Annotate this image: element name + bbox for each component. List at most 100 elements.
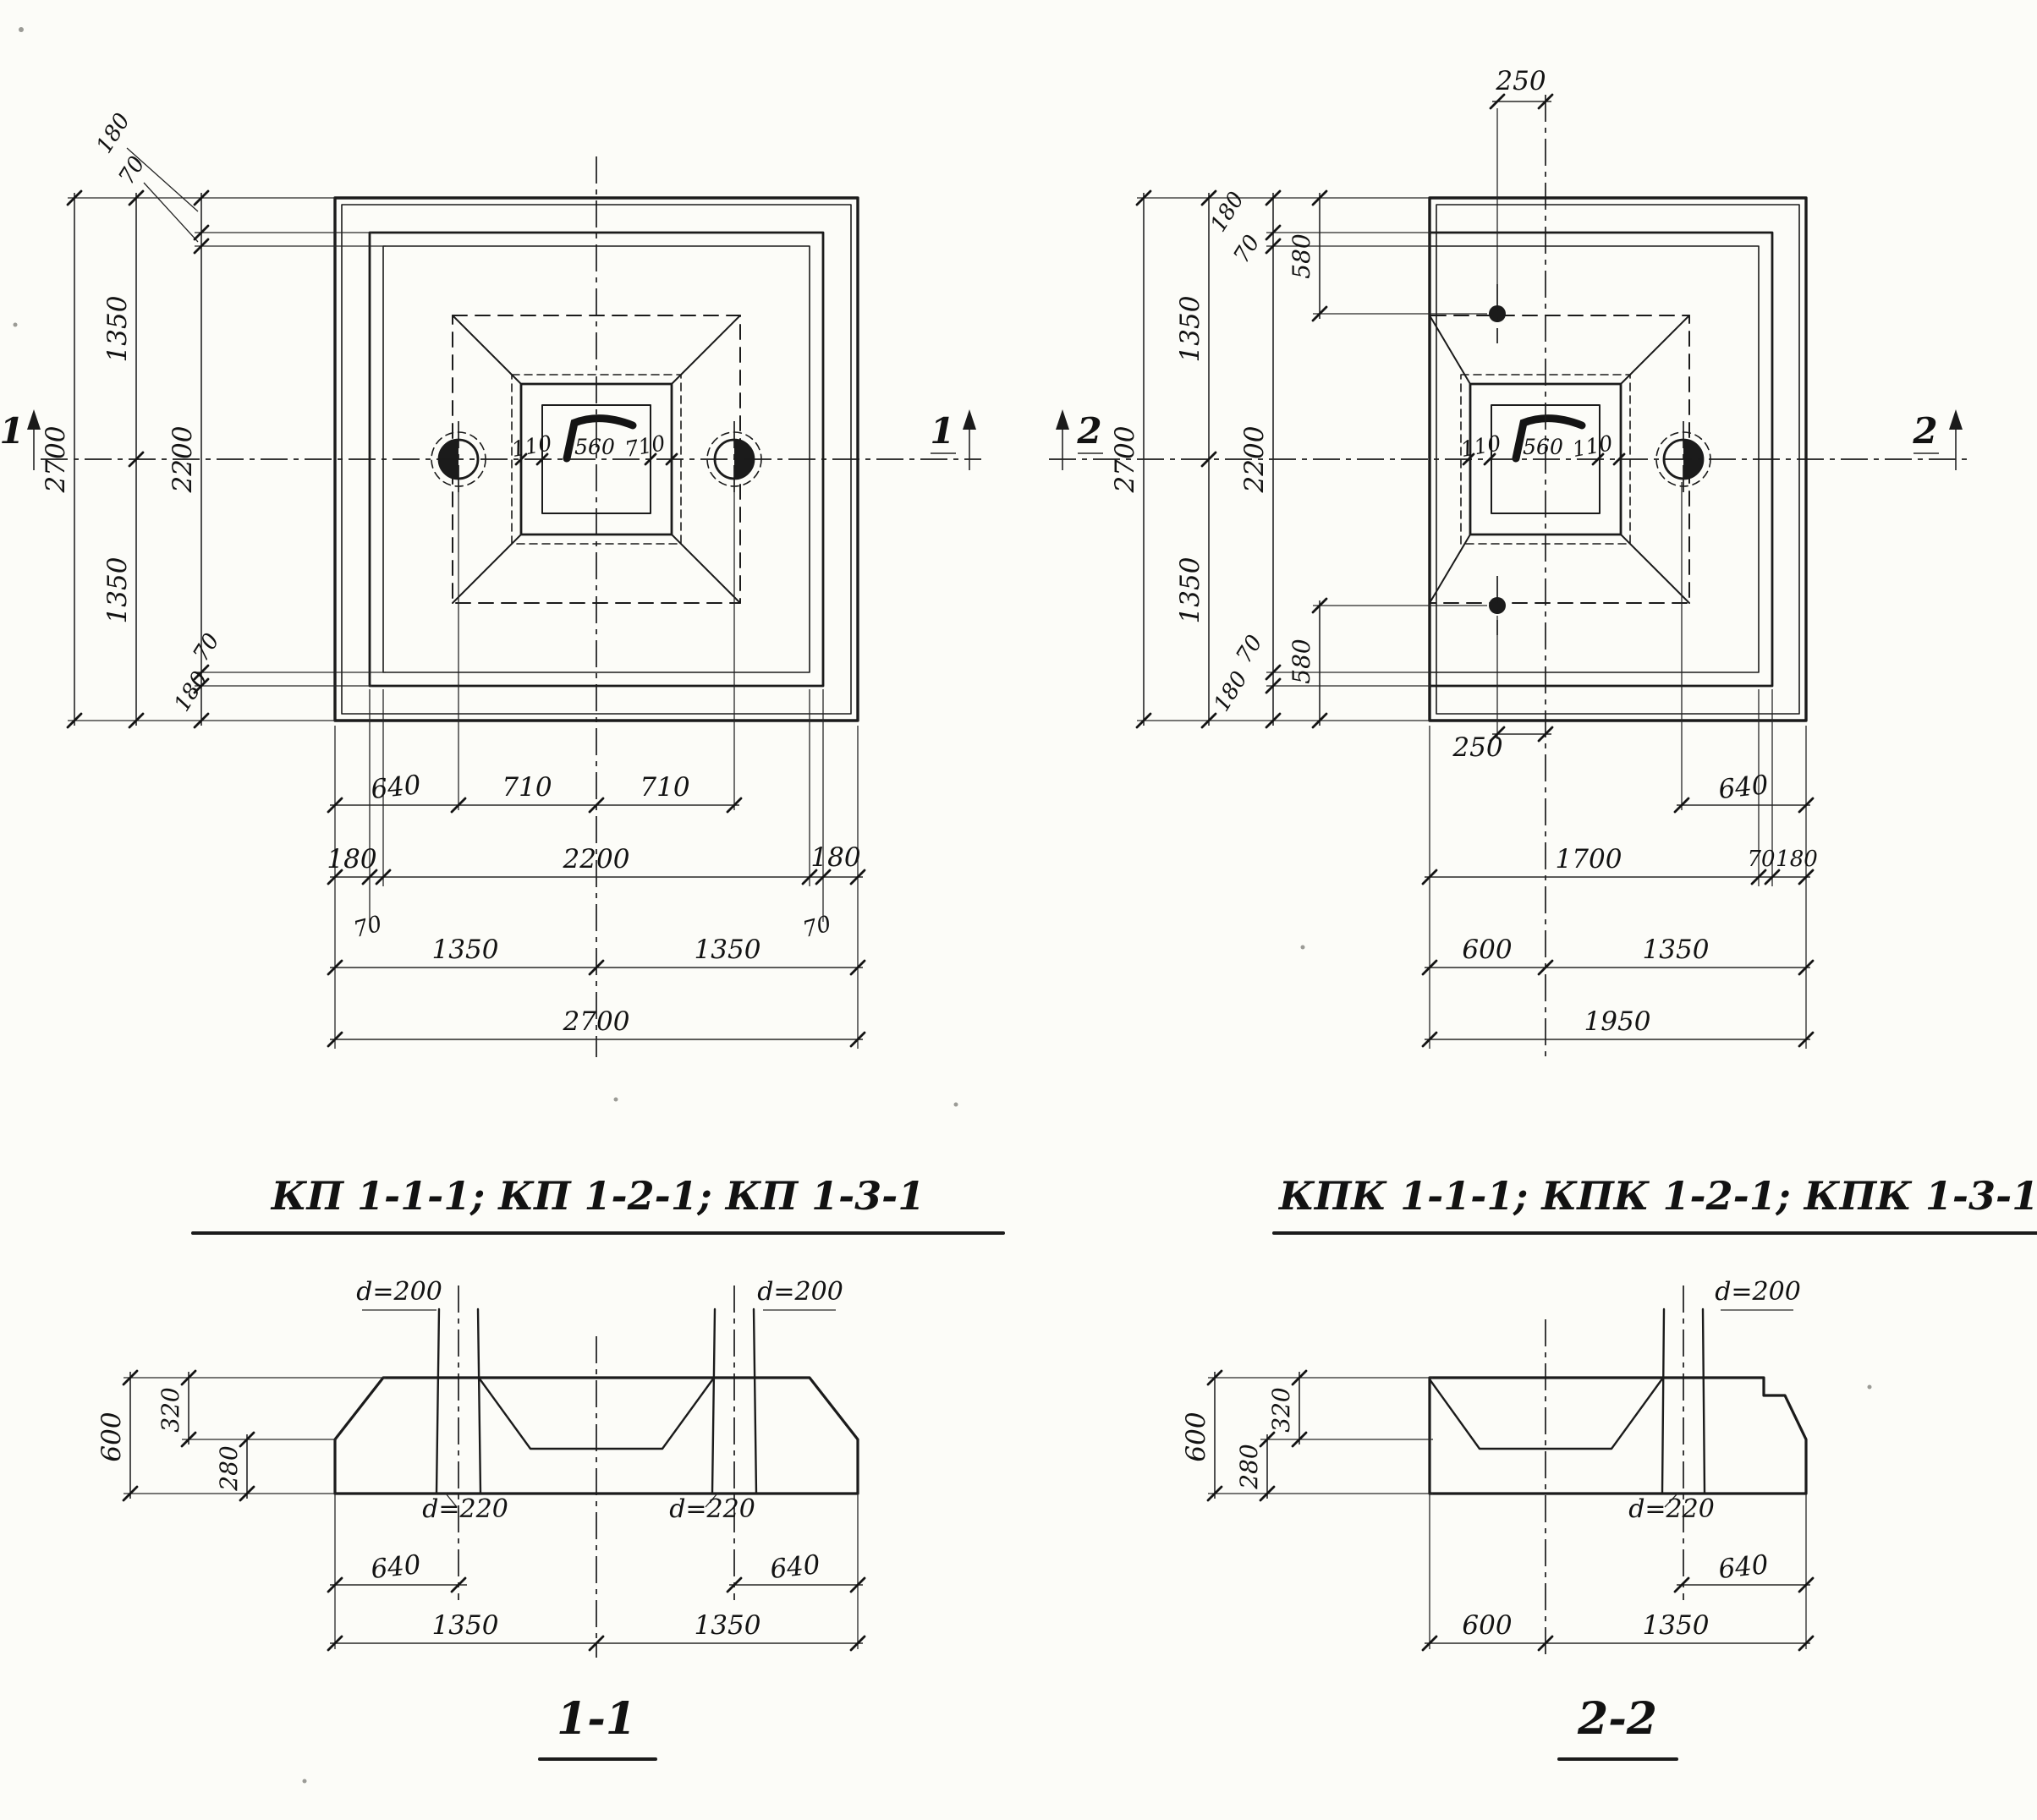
- dim-label: 70: [351, 912, 385, 944]
- dim-label: 710: [640, 772, 689, 803]
- dim-label: 320: [1267, 1387, 1295, 1432]
- dim-label: 1350: [432, 1610, 499, 1641]
- speckle: [302, 1779, 307, 1784]
- speckle: [953, 1102, 958, 1107]
- scan-speckles: [13, 27, 1872, 1784]
- pipe-diameter-label: d=220: [422, 1494, 508, 1524]
- pipe-diameter-label: d=220: [1628, 1494, 1715, 1524]
- dim-label: 180: [169, 667, 213, 716]
- section22-label-leaders: [1664, 1309, 1793, 1508]
- dim-label: 710: [502, 772, 552, 803]
- plan-kpk-dimensions: 250 250 2700 1350 1350 2200 180 70 580 7…: [1110, 66, 1818, 1049]
- dim-label: 600: [1462, 1610, 1512, 1641]
- section-marker-1-right: 1: [930, 410, 954, 452]
- dim-label: 320: [156, 1387, 184, 1432]
- plan-kp-dim-ticks: [66, 189, 866, 1048]
- section11-pipes: [435, 1307, 758, 1495]
- dim-label: 2700: [41, 426, 71, 494]
- dim-label: 600: [1181, 1412, 1211, 1461]
- plan-kp-anchor-hole-right-fill: [734, 440, 754, 479]
- dim-label: 1350: [695, 1610, 761, 1641]
- dim-label: 640: [769, 1549, 822, 1585]
- dim-label: 280: [1235, 1444, 1263, 1489]
- title-kpk-marks: КПК 1-1-1; КПК 1-2-1; КПК 1-3-1: [1277, 1173, 2037, 1219]
- section11-label-leaders: [362, 1309, 836, 1508]
- dim-label: 600: [1462, 935, 1512, 965]
- dim-label: 180: [1776, 847, 1818, 872]
- dim-label: 70: [800, 912, 834, 944]
- dim-label: 580: [1288, 233, 1315, 278]
- plan-kp-dim-lines: [74, 193, 863, 1040]
- dim-label: 70: [1747, 847, 1775, 872]
- dim-label: 710: [623, 430, 667, 462]
- title-kp-marks: КП 1-1-1; КП 1-2-1; КП 1-3-1: [270, 1173, 925, 1219]
- speckle: [1867, 1384, 1872, 1390]
- dim-label: 110: [1571, 430, 1615, 462]
- dim-label: 560: [574, 435, 615, 459]
- dim-label: 1350: [1643, 935, 1710, 965]
- section22-dim-ticks: [1206, 1369, 1815, 1652]
- section11-dim-lines: [129, 1372, 863, 1644]
- speckle: [613, 1097, 618, 1102]
- section22-block-outline: [1428, 1376, 1808, 1495]
- dim-label: 280: [215, 1445, 243, 1491]
- pipe-diameter-label: d=200: [356, 1277, 442, 1307]
- dim-label: 1350: [432, 935, 499, 965]
- section-1-1: d=200 d=200 d=220 d=220 600 320 280 640 …: [96, 1277, 866, 1761]
- dim-label: 180: [1209, 667, 1253, 716]
- dim-label: 640: [1717, 770, 1771, 805]
- plan-kpk-small-hole-bottom: [1489, 597, 1506, 614]
- dim-label: 640: [370, 770, 423, 805]
- dim-label: 2700: [1110, 426, 1140, 494]
- section-arrow-head: [1949, 409, 1963, 430]
- plan-kpk-recess-slopes: [1429, 315, 1690, 604]
- section22-dim-lines: [1214, 1372, 1810, 1644]
- dim-label: 640: [1717, 1549, 1771, 1585]
- dim-label: 2200: [1239, 426, 1270, 494]
- section-marker-2-right: 2: [1912, 410, 1937, 452]
- dim-label: 1350: [102, 557, 133, 624]
- dim-label: 2700: [563, 1006, 630, 1037]
- dim-label: 1700: [1556, 844, 1622, 874]
- pipe-diameter-label: d=220: [669, 1494, 755, 1524]
- dim-label: 70: [189, 629, 225, 666]
- dim-label: 1950: [1584, 1006, 1651, 1037]
- dim-label: 70: [1229, 231, 1266, 268]
- dim-label: 1350: [102, 296, 133, 363]
- speckle: [1300, 945, 1305, 950]
- plan-kpk-section-markers: 2 2: [1056, 409, 1963, 470]
- dim-label: 110: [1459, 430, 1503, 462]
- plan-kp-section-markers: 1 1: [0, 409, 976, 470]
- plan-kpk-ink-mark: [1512, 414, 1586, 463]
- section22-title: 2-2: [1577, 1693, 1657, 1745]
- dim-label: 640: [370, 1549, 423, 1585]
- plan-kp-linework: [41, 156, 981, 1057]
- section-marker-1-left: 1: [0, 410, 25, 452]
- section22-pipe: [1661, 1307, 1706, 1495]
- mark-titles: КП 1-1-1; КП 1-2-1; КП 1-3-1 КПК 1-1-1; …: [191, 1173, 2037, 1235]
- section22-socket-recess: [1428, 1376, 1665, 1450]
- section-marker-2-left: 2: [1076, 410, 1101, 452]
- dim-label: 180: [91, 109, 135, 158]
- dim-label: 580: [1288, 639, 1315, 683]
- pipe-diameter-label: d=200: [757, 1277, 843, 1307]
- speckle: [19, 27, 24, 32]
- pipe-diameter-label: d=200: [1715, 1277, 1801, 1307]
- plan-kp-recess-slopes: [452, 315, 741, 604]
- section22-extension-lines: [1208, 1377, 1807, 1649]
- section-2-2: d=200 d=220 600 280 320 640 600 1350 2-2: [1181, 1277, 1815, 1761]
- plan-kp-extension-lines: [68, 147, 859, 1049]
- dim-label: 250: [1495, 66, 1546, 96]
- section-arrow-head: [27, 409, 41, 430]
- dim-label: 560: [1523, 435, 1563, 459]
- plan-kpk-small-hole-top: [1489, 305, 1506, 322]
- dim-label: 1350: [1643, 1610, 1710, 1641]
- dim-label: 110: [510, 430, 554, 462]
- section-arrow-head: [963, 409, 976, 430]
- plan-kpk-dim-lines: [1143, 101, 1810, 1040]
- plan-kpk-center-ticks: [1462, 452, 1626, 466]
- plan-kpk-extension-lines: [1137, 108, 1807, 1049]
- section22-axes: [1545, 1286, 1684, 1658]
- dim-label: 1350: [1175, 296, 1205, 363]
